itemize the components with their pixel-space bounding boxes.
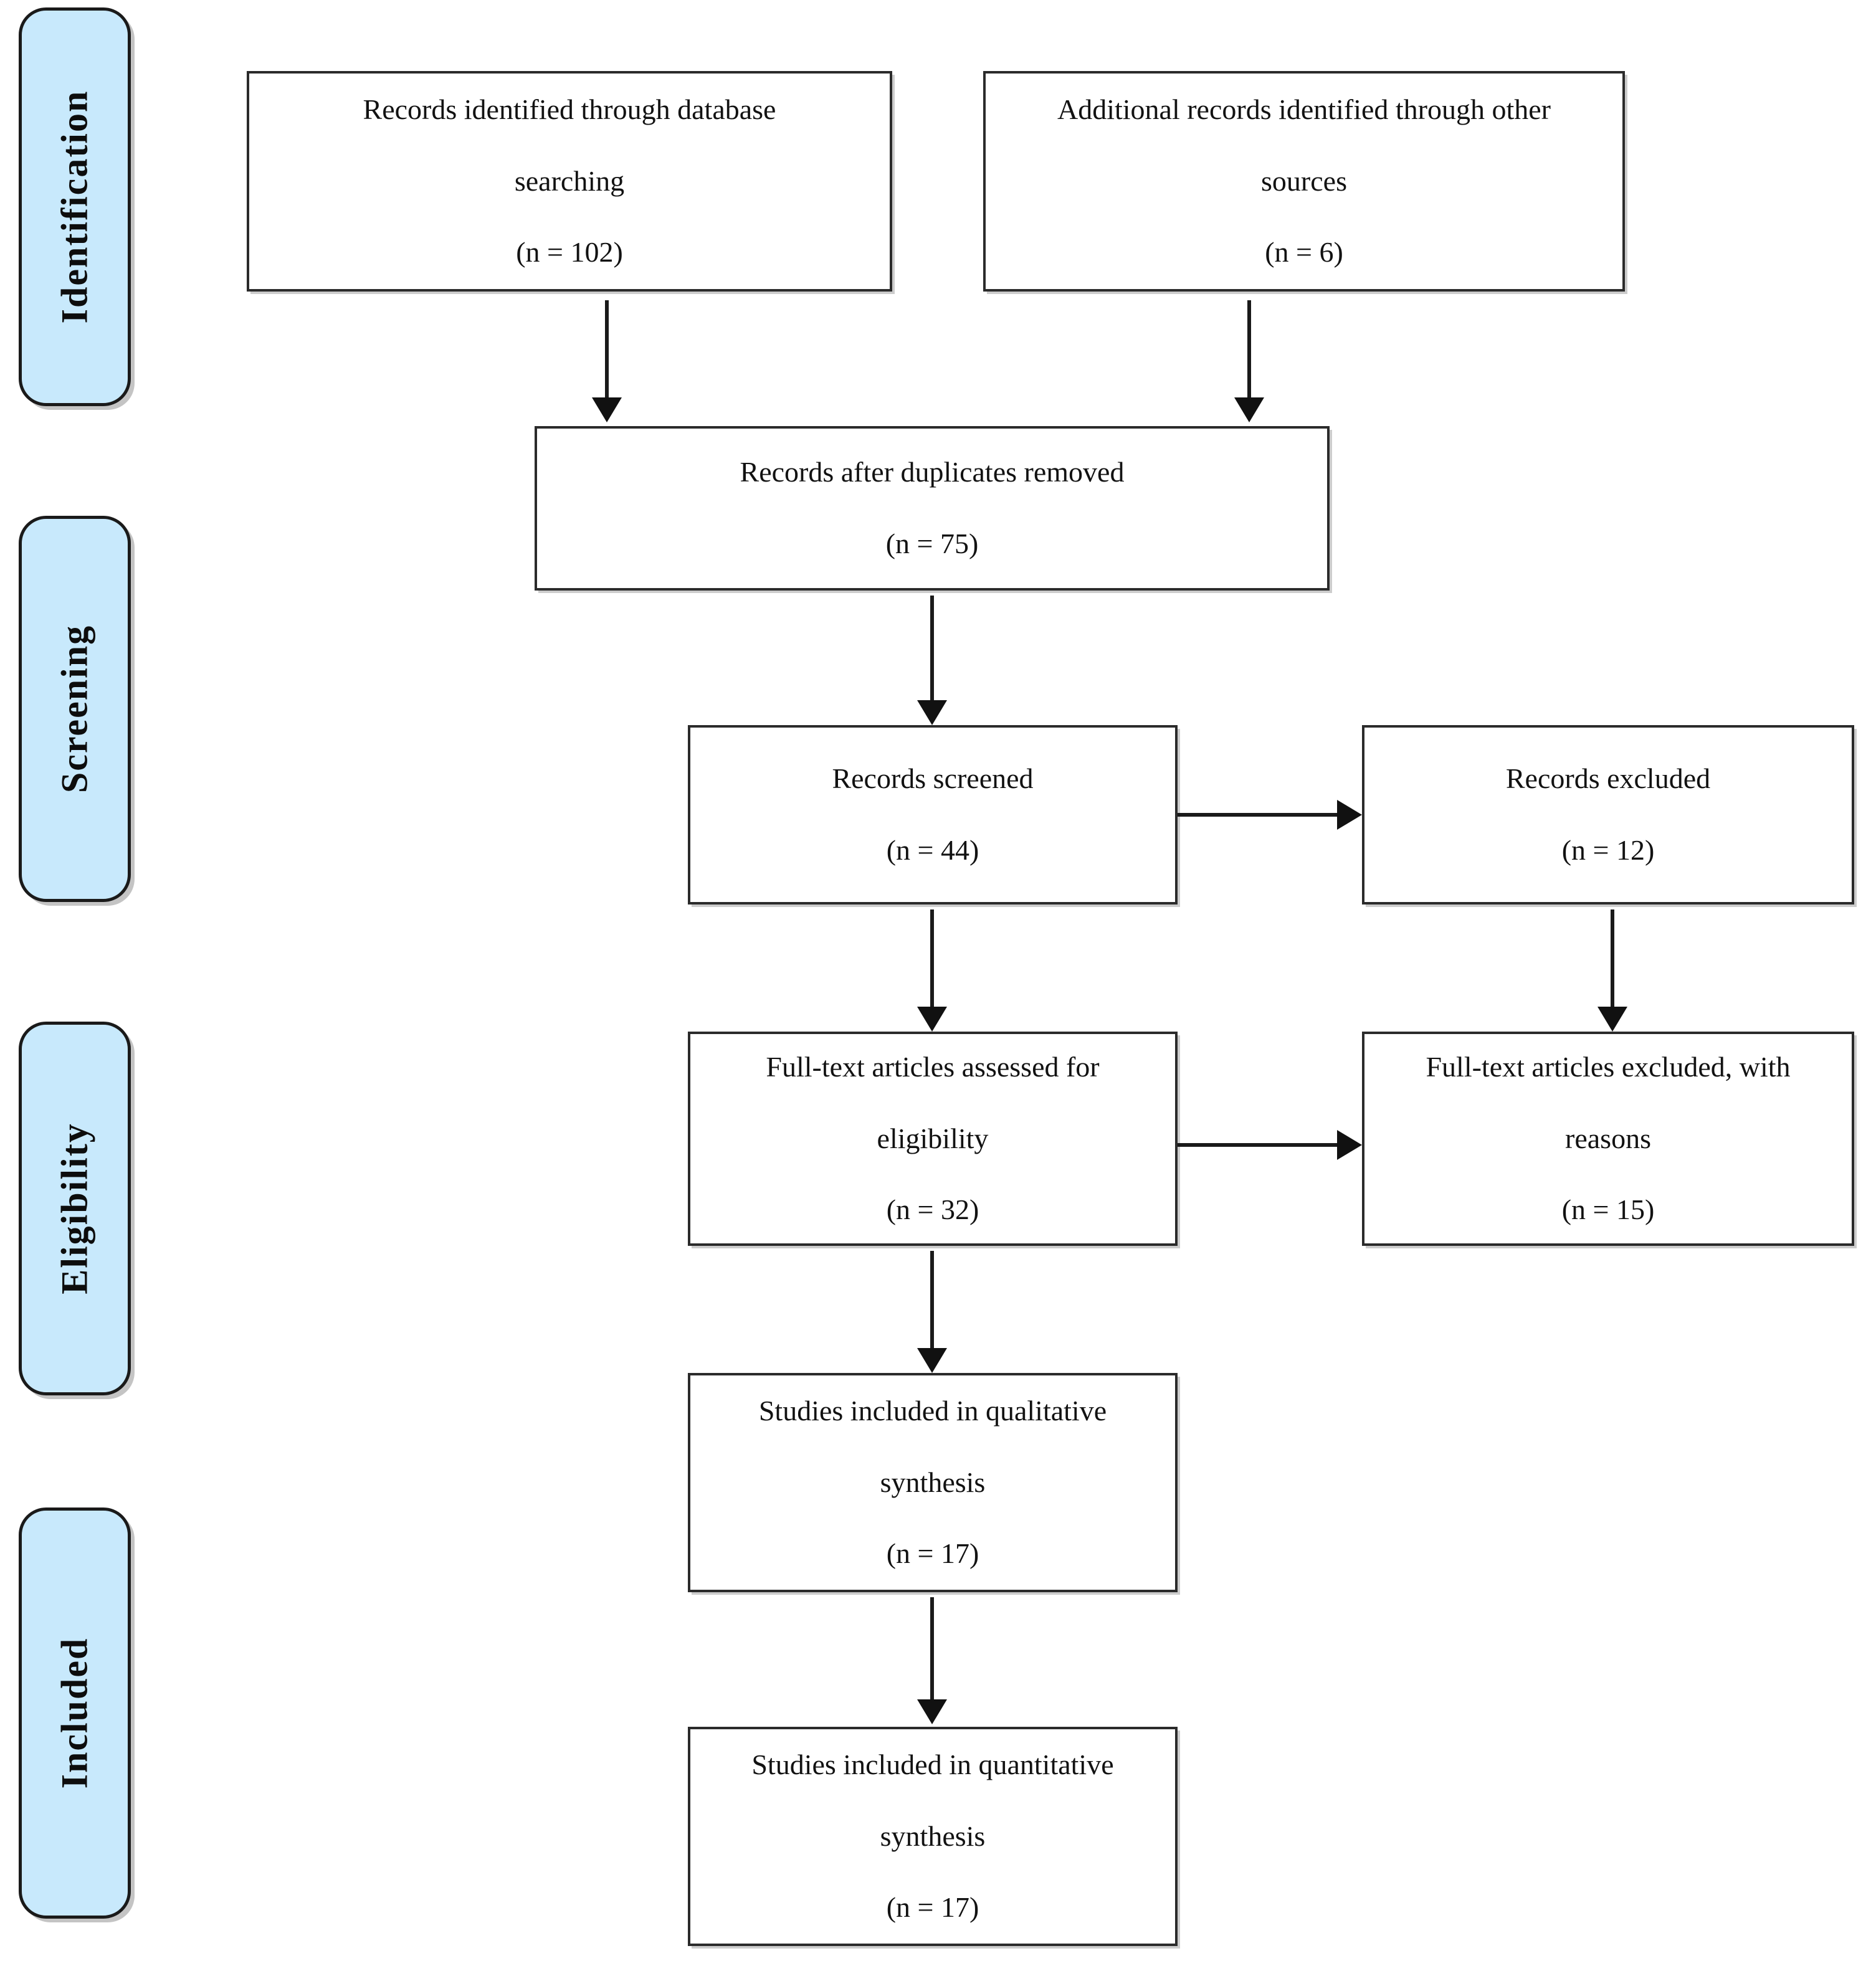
arrow-shaft	[1178, 813, 1337, 817]
stage-label-eligibility-text: Eligibility	[54, 1123, 95, 1294]
box-duplicates-removed-line-1: Records after duplicates removed	[740, 456, 1125, 488]
box-records-excluded-line-1: Records excluded	[1505, 762, 1711, 795]
stage-label-eligibility: Eligibility	[19, 1022, 131, 1395]
box-qualitative-synthesis-line-1: Studies included in qualitative	[758, 1394, 1107, 1427]
stage-label-included: Included	[19, 1508, 131, 1919]
arrow-head	[1337, 1130, 1362, 1160]
arrow-head	[1234, 397, 1264, 422]
arrow-head	[592, 397, 622, 422]
arrow-shaft	[1611, 909, 1614, 1007]
box-database-search-line-1: Records identified through database	[363, 93, 776, 125]
box-fulltext-assessed-line-2: eligibility	[877, 1122, 989, 1154]
stage-label-included-text: Included	[54, 1637, 95, 1789]
arrow-head	[917, 1007, 947, 1032]
arrow-head	[1597, 1007, 1627, 1032]
box-fulltext-excluded-count: (n = 15)	[1561, 1194, 1655, 1226]
box-fulltext-assessed: Full-text articles assessed for eligibil…	[688, 1032, 1178, 1246]
box-fulltext-assessed-count: (n = 32)	[886, 1194, 979, 1226]
stage-label-identification-text: Identification	[54, 90, 95, 324]
box-fulltext-excluded-line-2: reasons	[1565, 1122, 1651, 1154]
box-other-sources: Additional records identified through ot…	[983, 71, 1625, 292]
box-other-sources-line-1: Additional records identified through ot…	[1057, 93, 1551, 125]
stage-label-screening-text: Screening	[54, 624, 95, 794]
arrow-shaft	[1247, 300, 1251, 397]
arrow-shaft	[605, 300, 609, 397]
arrow-head	[917, 1699, 947, 1724]
arrow-shaft	[930, 1597, 934, 1699]
box-records-screened-line-1: Records screened	[832, 762, 1034, 795]
box-database-search-line-2: searching	[514, 164, 625, 197]
box-qualitative-synthesis-count: (n = 17)	[886, 1537, 979, 1570]
box-quantitative-synthesis-line-2: synthesis	[880, 1820, 986, 1852]
box-fulltext-assessed-line-1: Full-text articles assessed for	[766, 1050, 1100, 1083]
box-database-search-count: (n = 102)	[516, 236, 623, 268]
arrow-shaft	[930, 596, 934, 700]
box-fulltext-excluded-line-1: Full-text articles excluded, with	[1426, 1050, 1791, 1083]
box-quantitative-synthesis: Studies included in quantitative synthes…	[688, 1727, 1178, 1946]
box-records-screened: Records screened (n = 44)	[688, 725, 1178, 905]
stage-label-identification: Identification	[19, 7, 131, 406]
box-quantitative-synthesis-line-1: Studies included in quantitative	[751, 1748, 1114, 1780]
arrow-head	[917, 1348, 947, 1373]
box-database-search: Records identified through database sear…	[247, 71, 892, 292]
box-qualitative-synthesis-line-2: synthesis	[880, 1466, 986, 1498]
arrow-head	[917, 700, 947, 725]
box-records-screened-count: (n = 44)	[886, 834, 979, 866]
arrow-shaft	[1178, 1143, 1337, 1147]
box-quantitative-synthesis-count: (n = 17)	[886, 1891, 979, 1924]
stage-label-screening: Screening	[19, 516, 131, 902]
box-records-excluded-count: (n = 12)	[1561, 834, 1655, 866]
box-other-sources-count: (n = 6)	[1265, 236, 1343, 268]
arrow-shaft	[930, 1251, 934, 1348]
arrow-head	[1337, 800, 1362, 830]
box-other-sources-line-2: sources	[1261, 164, 1347, 197]
box-qualitative-synthesis: Studies included in qualitative synthesi…	[688, 1373, 1178, 1592]
box-duplicates-removed-count: (n = 75)	[885, 528, 979, 559]
box-duplicates-removed: Records after duplicates removed (n = 75…	[535, 426, 1330, 591]
arrow-shaft	[930, 909, 934, 1007]
box-records-excluded: Records excluded (n = 12)	[1362, 725, 1854, 905]
box-fulltext-excluded: Full-text articles excluded, with reason…	[1362, 1032, 1854, 1246]
